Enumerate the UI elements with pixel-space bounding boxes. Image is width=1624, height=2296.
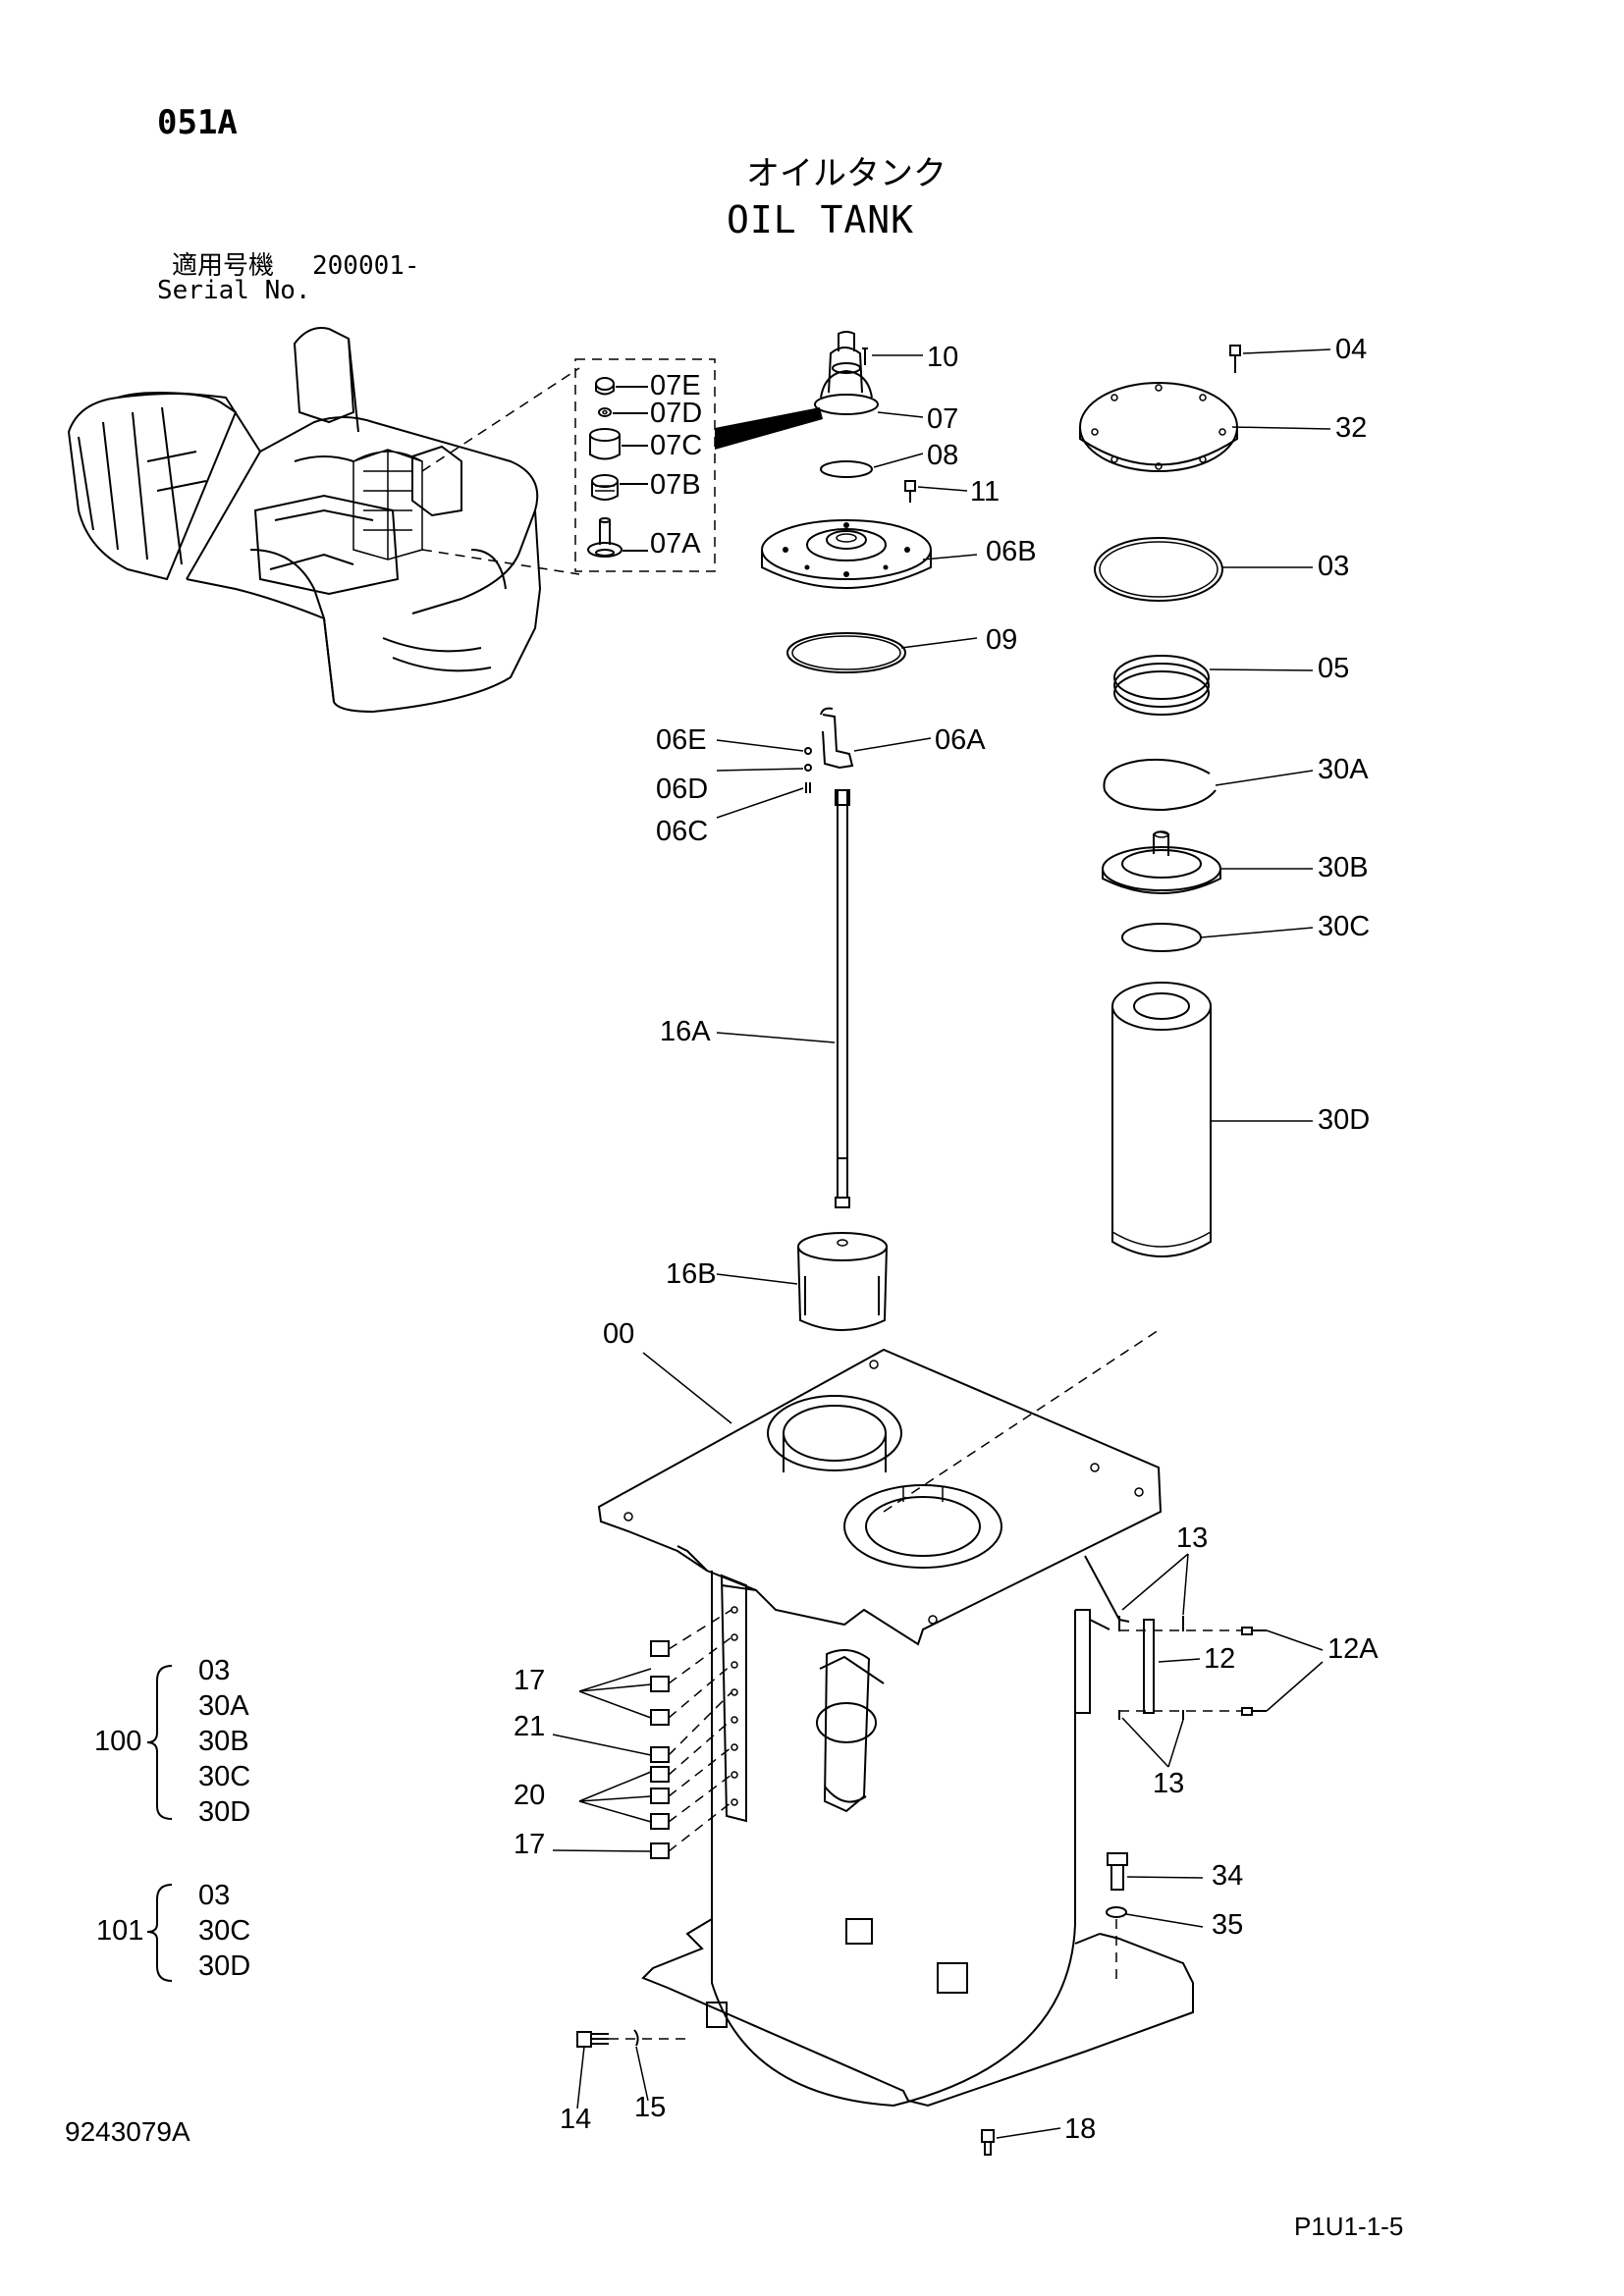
kit-101-number: 101 bbox=[96, 1915, 144, 1947]
kit-100-item: 30D bbox=[198, 1796, 251, 1828]
callout-17-lower: 17 bbox=[514, 1829, 546, 1860]
kit-101-item: 30D bbox=[198, 1950, 251, 1982]
callout-06b: 06B bbox=[986, 536, 1037, 567]
bolt-04 bbox=[1229, 345, 1241, 373]
callout-07d: 07D bbox=[650, 398, 703, 429]
valve-30b bbox=[1102, 830, 1221, 894]
excavator-overview-illustration bbox=[67, 327, 542, 714]
rod-16a bbox=[835, 789, 850, 1208]
kit-100-number: 100 bbox=[94, 1726, 142, 1757]
callout-10: 10 bbox=[927, 342, 959, 373]
cover-32 bbox=[1079, 382, 1238, 472]
oring-30c bbox=[1121, 923, 1202, 952]
tank-body-00 bbox=[597, 1348, 1194, 2108]
kit-100-item: 30B bbox=[198, 1726, 249, 1757]
gasket-03 bbox=[1094, 537, 1223, 602]
kit-100-item: 03 bbox=[198, 1655, 231, 1686]
title-english: OIL TANK bbox=[727, 198, 915, 241]
title-japanese: オイルタンク bbox=[746, 154, 947, 193]
serial-label-en: Serial No. bbox=[157, 276, 311, 305]
gasket-09 bbox=[786, 632, 906, 673]
callout-08: 08 bbox=[927, 440, 959, 471]
kit-101-brace bbox=[146, 1884, 173, 1982]
level-gauge-bar bbox=[720, 1574, 747, 1823]
callout-13-upper: 13 bbox=[1176, 1522, 1209, 1554]
callout-09: 09 bbox=[986, 624, 1018, 656]
page-code: 051A bbox=[157, 103, 238, 142]
serial-label-jp: 適用号機 bbox=[172, 251, 275, 281]
callout-12: 12 bbox=[1204, 1643, 1236, 1675]
plug-18 bbox=[981, 2129, 995, 2156]
callout-06a: 06A bbox=[935, 724, 986, 756]
bolt-14 bbox=[576, 2031, 609, 2048]
callout-11: 11 bbox=[970, 476, 1001, 507]
spring-05 bbox=[1113, 655, 1210, 716]
callout-07e: 07E bbox=[650, 370, 701, 401]
kit-100-item: 30C bbox=[198, 1761, 251, 1792]
callout-18: 18 bbox=[1064, 2113, 1097, 2145]
callout-07c: 07C bbox=[650, 430, 703, 461]
callout-35: 35 bbox=[1212, 1909, 1244, 1941]
callout-06e: 06E bbox=[656, 724, 707, 756]
callout-14: 14 bbox=[560, 2104, 592, 2135]
callout-07: 07 bbox=[927, 403, 959, 435]
callout-34: 34 bbox=[1212, 1860, 1244, 1892]
washer-35 bbox=[1106, 1906, 1127, 1918]
drawing-number: 9243079A bbox=[65, 2116, 190, 2147]
part-07-cap bbox=[814, 331, 879, 415]
kit-100-brace bbox=[146, 1665, 173, 1820]
serial-value: 200001- bbox=[312, 251, 420, 281]
pin-12 bbox=[1143, 1619, 1155, 1714]
callout-07a: 07A bbox=[650, 528, 701, 560]
callout-20: 20 bbox=[514, 1780, 546, 1811]
callout-05: 05 bbox=[1318, 653, 1350, 684]
callout-16b: 16B bbox=[666, 1258, 717, 1290]
callout-17-upper: 17 bbox=[514, 1665, 546, 1696]
kit-101-item: 30C bbox=[198, 1915, 251, 1947]
callout-12a: 12A bbox=[1327, 1633, 1379, 1665]
snap-ring-30a bbox=[1103, 758, 1217, 812]
callout-13-lower: 13 bbox=[1153, 1768, 1185, 1799]
callout-21: 21 bbox=[514, 1711, 546, 1742]
callout-04: 04 bbox=[1335, 334, 1368, 365]
callout-00: 00 bbox=[603, 1318, 635, 1350]
plugs-17-20-21 bbox=[650, 1640, 670, 1859]
washer-15 bbox=[633, 2029, 639, 2047]
callout-03: 03 bbox=[1318, 551, 1350, 582]
bolt-11 bbox=[904, 480, 916, 503]
strainer-16b bbox=[797, 1232, 888, 1331]
callout-30d: 30D bbox=[1318, 1104, 1371, 1136]
callout-15: 15 bbox=[634, 2092, 667, 2123]
oring-08 bbox=[820, 460, 873, 478]
callout-06d: 06D bbox=[656, 774, 709, 805]
callout-06c: 06C bbox=[656, 816, 709, 847]
bolt-34 bbox=[1107, 1852, 1128, 1891]
bracket-06a bbox=[822, 714, 854, 770]
kit-100-item: 30A bbox=[198, 1690, 249, 1722]
callout-30c: 30C bbox=[1318, 911, 1371, 942]
callout-30b: 30B bbox=[1318, 852, 1369, 883]
screw-10 bbox=[862, 347, 868, 365]
kit-101-item: 03 bbox=[198, 1880, 231, 1911]
callout-16a: 16A bbox=[660, 1016, 711, 1047]
kit-07-dashed-box bbox=[574, 358, 716, 572]
kit-07-components bbox=[587, 377, 623, 558]
callout-32: 32 bbox=[1335, 412, 1368, 444]
callout-30a: 30A bbox=[1318, 754, 1369, 785]
filter-element-30d bbox=[1111, 982, 1212, 1257]
part-06b-cover bbox=[761, 519, 932, 589]
callout-07b: 07B bbox=[650, 469, 701, 501]
page-reference: P1U1-1-5 bbox=[1294, 2212, 1404, 2241]
